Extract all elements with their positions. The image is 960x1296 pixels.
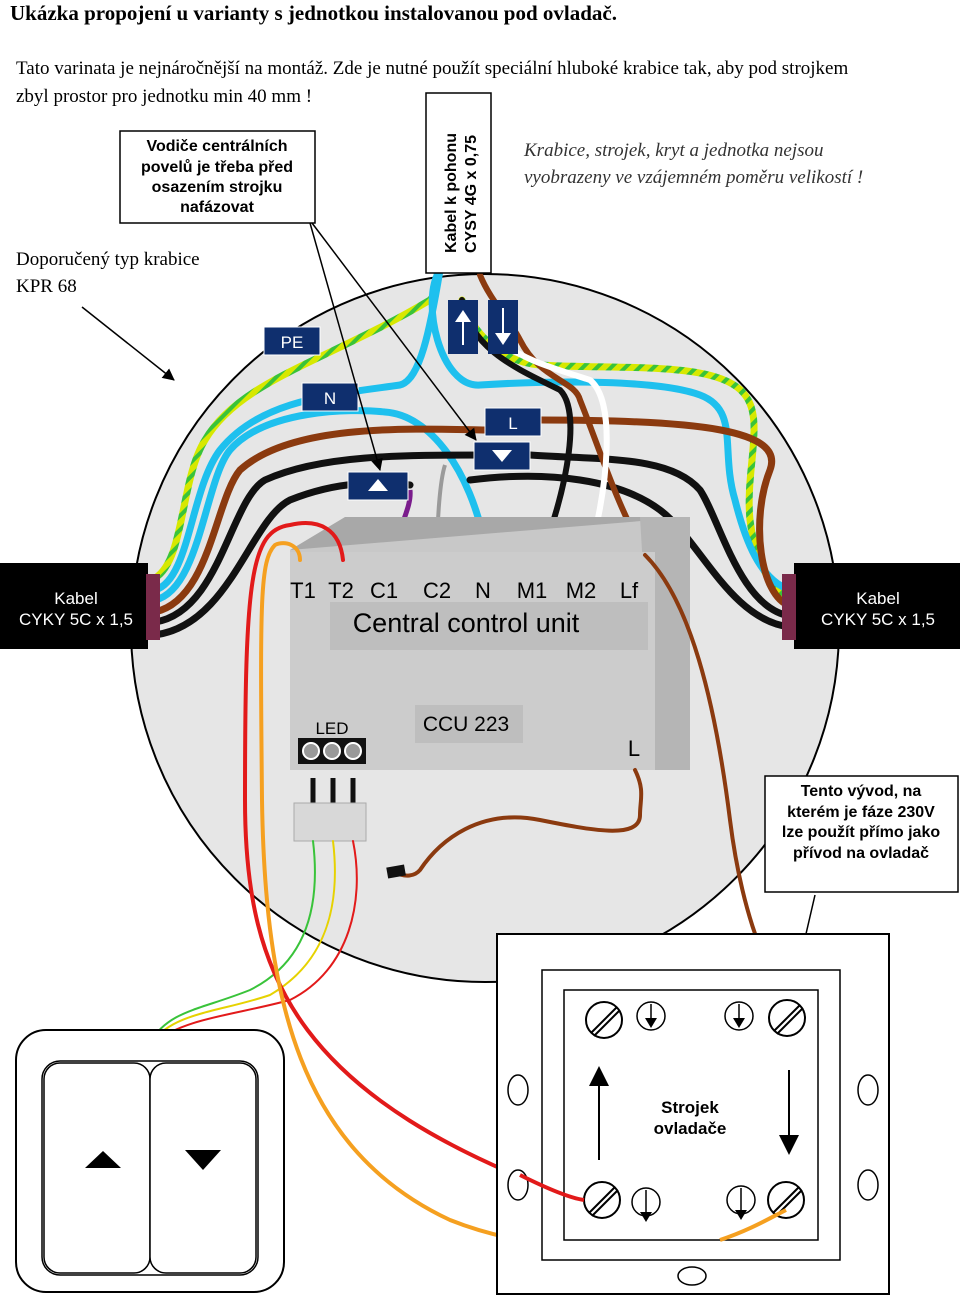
cable-right: Kabel CYKY 5C x 1,5 [782,563,960,649]
arrow-down-icon [724,1001,754,1031]
phase-note-line-3: lze použít přímo jako [782,824,940,841]
note-central-box [119,130,316,224]
screw-terminal-icon [583,1181,621,1219]
svg-text:CYKY 5C x 1,5: CYKY 5C x 1,5 [821,610,935,629]
arrow-up-icon [589,1066,609,1160]
tag-up-arrow [347,471,409,501]
cable-left: Kabel CYKY 5C x 1,5 [0,563,160,649]
tag-down-arrow [473,441,531,471]
led-connector [293,778,367,842]
svg-text:Kabel: Kabel [856,589,899,608]
wire-red-end [519,1173,585,1202]
led-label: LED [315,719,348,738]
svg-text:N: N [324,389,336,408]
switch-mech-line-2: ovladače [654,1119,727,1138]
arrow-down-icon [495,333,511,345]
arrow-up-icon [368,479,388,491]
terminal-m1: M1 [517,578,548,603]
box-type-line-2: KPR 68 [16,276,77,297]
arrow-up-icon [455,310,471,322]
note-central-line-3: osazením strojku [152,179,283,196]
scale-note-line-2: vyobrazeny ve vzájemném poměru velikostí… [524,167,863,188]
unit-l-output: L [628,736,640,761]
arrow-down-icon [492,450,512,462]
led-indicator-icon [298,738,366,764]
switch-mechanism: Strojek ovladače [496,933,890,1295]
tag-drive-up [448,300,478,354]
terminal-t2: T2 [328,578,354,603]
intro-line-2: zbyl prostor pro jednotku min 40 mm ! [16,86,312,107]
phase-note-line-1: Tento vývod, na [801,783,922,800]
leader-central-1 [309,222,383,471]
svg-text:L: L [508,414,517,433]
unit-model: CCU 223 [423,713,509,736]
leader-central-2 [311,222,477,441]
drive-cable-line-2: CYSY 4G x 0,75 [463,135,480,253]
tag-l: L [484,407,542,437]
tag-pe: PE [263,326,321,356]
note-central-line-2: povelů je třeba před [141,159,293,176]
note-central-line-4: nafázovat [180,199,254,216]
tag-drive-down [488,300,518,354]
screw-terminal-icon [768,999,806,1037]
screw-terminal-icon [767,1181,805,1219]
central-control-unit: T1 T2 C1 C2 N M1 M2 Lf Central control u… [290,517,690,770]
screw-terminal-icon [585,1001,623,1039]
drive-cable-box [425,92,492,274]
terminal-n: N [475,578,491,603]
wire-end-ferrule [386,864,406,879]
page-title: Ukázka propojení u varianty s jednotkou … [10,1,617,25]
wires-right-group [428,266,794,631]
phase-note-box [764,775,959,893]
drive-cable-line-1: Kabel k pohonu [443,133,460,253]
wire-orange-end [719,1208,787,1242]
arrow-up-icon [85,1151,121,1168]
svg-text:PE: PE [281,333,304,352]
phase-note-line-4: přívod na ovladač [793,845,929,862]
leader-box-type [81,306,175,381]
tag-n: N [301,382,359,412]
terminal-c1: C1 [370,578,398,603]
arrow-down-icon [636,1001,666,1031]
arrow-down-icon [726,1185,756,1220]
box-type-line-1: Doporučený typ krabice [16,249,200,270]
arrow-down-icon [631,1187,661,1222]
terminal-m2: M2 [566,578,597,603]
arrow-down-icon [779,1070,799,1155]
note-central-line-1: Vodiče centrálních [146,138,287,155]
scale-note-line-1: Krabice, strojek, kryt a jednotka nejsou [523,140,824,161]
arrow-down-icon [185,1150,221,1170]
unit-name: Central control unit [353,608,580,638]
terminal-t1: T1 [290,578,316,603]
svg-text:CYKY 5C x 1,5: CYKY 5C x 1,5 [19,610,133,629]
terminal-lf: Lf [620,578,639,603]
phase-note-line-2: kterém je fáze 230V [787,804,935,821]
terminal-c2: C2 [423,578,451,603]
switch-mech-line-1: Strojek [661,1098,719,1117]
switch-cover [15,1029,285,1293]
svg-text:Kabel: Kabel [54,589,97,608]
intro-line-1: Tato varinata je nejnáročnější na montáž… [16,58,848,79]
